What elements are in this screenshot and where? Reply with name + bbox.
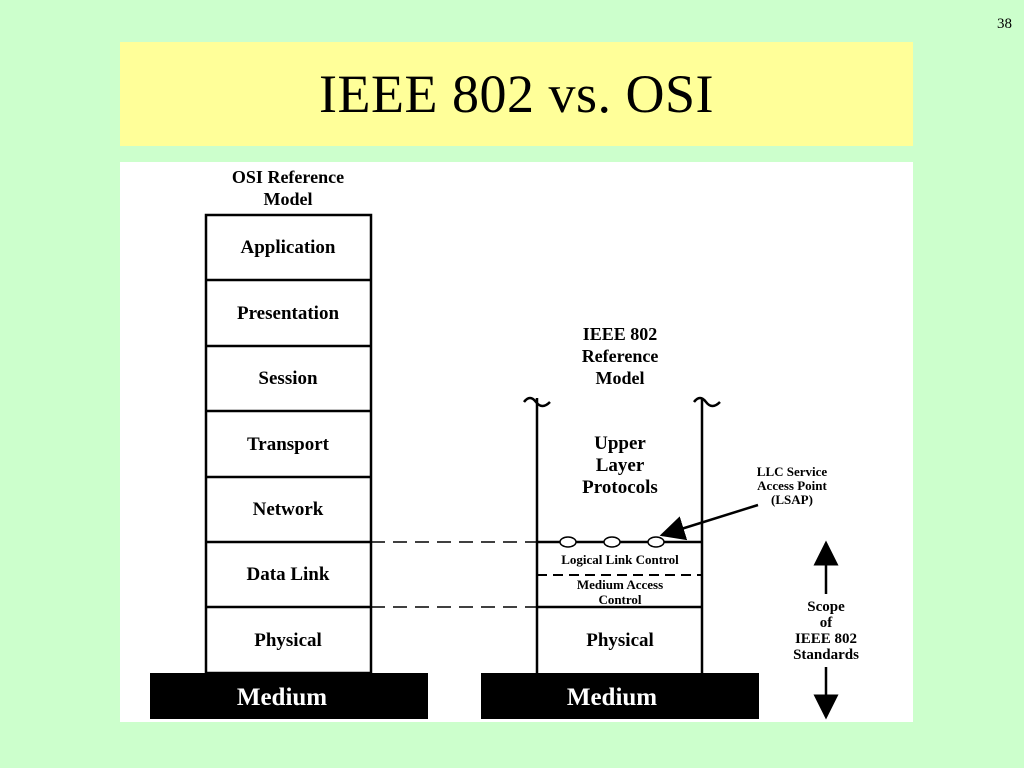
ieee-upper-line-1: Upper xyxy=(594,433,646,454)
lsap-points xyxy=(541,536,690,548)
lsap-label-line-3: (LSAP) xyxy=(771,492,813,507)
osi-layer-transport: Transport xyxy=(247,434,330,455)
ieee-medium-label: Medium xyxy=(567,684,657,711)
ieee-osi-diagram: OSI Reference Model Application Presenta… xyxy=(150,167,859,720)
ieee-heading-line-3: Model xyxy=(596,368,645,388)
title-bar: IEEE 802 vs. OSI xyxy=(120,42,913,146)
scope-label-line-4: Standards xyxy=(793,647,859,663)
scope-label-line-2: of xyxy=(820,615,834,631)
scope-label-line-3: IEEE 802 xyxy=(795,631,857,647)
osi-medium-label: Medium xyxy=(237,684,327,711)
page-number: 38 xyxy=(997,16,1012,32)
osi-layer-physical: Physical xyxy=(254,630,322,651)
mac-label-line-2: Control xyxy=(598,592,641,607)
osi-medium-bar xyxy=(150,673,428,719)
slide-title: IEEE 802 vs. OSI xyxy=(319,64,714,124)
llc-label: Logical Link Control xyxy=(561,552,679,567)
mac-label-line-1: Medium Access xyxy=(577,577,663,592)
ieee-upper-line-2: Layer xyxy=(596,455,645,476)
osi-layer-data-link: Data Link xyxy=(247,564,330,585)
lsap-label-line-1: LLC Service xyxy=(757,464,828,479)
lsap-label-line-2: Access Point xyxy=(757,478,827,493)
diagram-panel: OSI Reference Model Application Presenta… xyxy=(120,162,913,722)
correspondence-lines xyxy=(371,541,537,608)
osi-layer-presentation: Presentation xyxy=(237,303,339,324)
osi-layer-network: Network xyxy=(253,499,324,520)
ieee-medium-bar xyxy=(481,673,759,719)
ieee-heading-line-2: Reference xyxy=(582,346,659,366)
ieee-physical-label: Physical xyxy=(586,630,654,651)
ieee-heading-line-1: IEEE 802 xyxy=(583,324,658,344)
osi-heading-line-2: Model xyxy=(264,189,313,209)
scope-label-line-1: Scope xyxy=(807,599,845,615)
osi-heading-line-1: OSI Reference xyxy=(232,167,344,187)
lsap-arrow xyxy=(659,503,759,541)
osi-layer-session: Session xyxy=(258,368,318,389)
ieee-upper-line-3: Protocols xyxy=(582,477,658,498)
osi-layer-application: Application xyxy=(240,237,335,258)
